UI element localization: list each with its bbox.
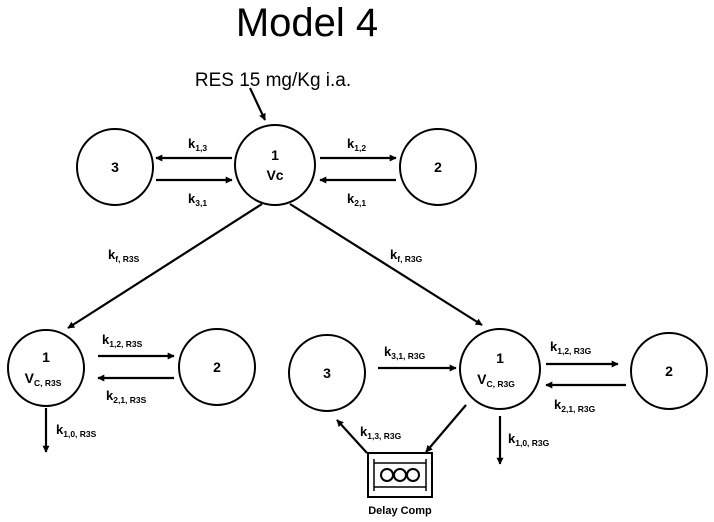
arrow-kf-r3g xyxy=(289,203,483,326)
central-compartment-volume: Vc xyxy=(266,167,283,183)
rate-k10-r3s: k1,0, R3S xyxy=(56,422,97,439)
rate-k13: k1,3 xyxy=(188,136,207,153)
rate-k12: k1,2 xyxy=(347,136,366,153)
r3g-central-compartment xyxy=(459,328,541,410)
r3s-central-compartment xyxy=(7,329,85,407)
rate-k12-r3g: k1,2, R3G xyxy=(550,339,592,356)
dose-label: RES 15 mg/Kg i.a. xyxy=(195,70,351,91)
page-title: Model 4 xyxy=(236,1,378,45)
r3g-compartment-3-label: 3 xyxy=(323,365,331,381)
r3g-central-volume: VC, R3G xyxy=(477,371,515,389)
r3s-compartment-2 xyxy=(178,328,256,406)
delay-compartment-icon xyxy=(367,452,433,498)
central-compartment-number: 1 xyxy=(271,147,279,163)
arrow-delay-to-compartment-3 xyxy=(336,419,368,454)
dose-arrow xyxy=(249,87,266,121)
rate-kf-r3s: kf, R3S xyxy=(108,247,140,264)
rate-k31-r3g: k3,1, R3G xyxy=(384,344,426,361)
r3g-compartment-3 xyxy=(288,334,366,412)
rate-k12-r3s: k1,2, R3S xyxy=(102,332,143,349)
r3s-central-volume: VC, R3S xyxy=(25,370,62,388)
r3g-central-number: 1 xyxy=(496,350,504,366)
rate-k21-r3s: k2,1, R3S xyxy=(106,388,147,405)
delay-compartment-label: Delay Comp xyxy=(368,505,432,517)
r3s-compartment-2-label: 2 xyxy=(213,359,221,375)
r3g-compartment-2 xyxy=(630,332,708,410)
arrow-central-to-delay xyxy=(425,404,467,453)
compartment-3-top xyxy=(76,128,154,206)
compartment-2-top-label: 2 xyxy=(434,159,442,175)
arrow-kf-r3s xyxy=(67,203,263,329)
compartment-3-top-label: 3 xyxy=(111,159,119,175)
central-compartment xyxy=(234,124,316,206)
rate-k13-r3g: k1,3, R3G xyxy=(360,424,402,441)
rate-kf-r3g: kf, R3G xyxy=(390,247,423,264)
compartment-2-top xyxy=(399,128,477,206)
rate-k31: k3,1 xyxy=(188,191,207,208)
rate-k21: k2,1 xyxy=(347,191,366,208)
rate-k10-r3g: k1,0, R3G xyxy=(508,431,550,448)
rate-k21-r3g: k2,1, R3G xyxy=(554,397,596,414)
r3s-central-number: 1 xyxy=(42,349,50,365)
r3g-compartment-2-label: 2 xyxy=(665,363,673,379)
